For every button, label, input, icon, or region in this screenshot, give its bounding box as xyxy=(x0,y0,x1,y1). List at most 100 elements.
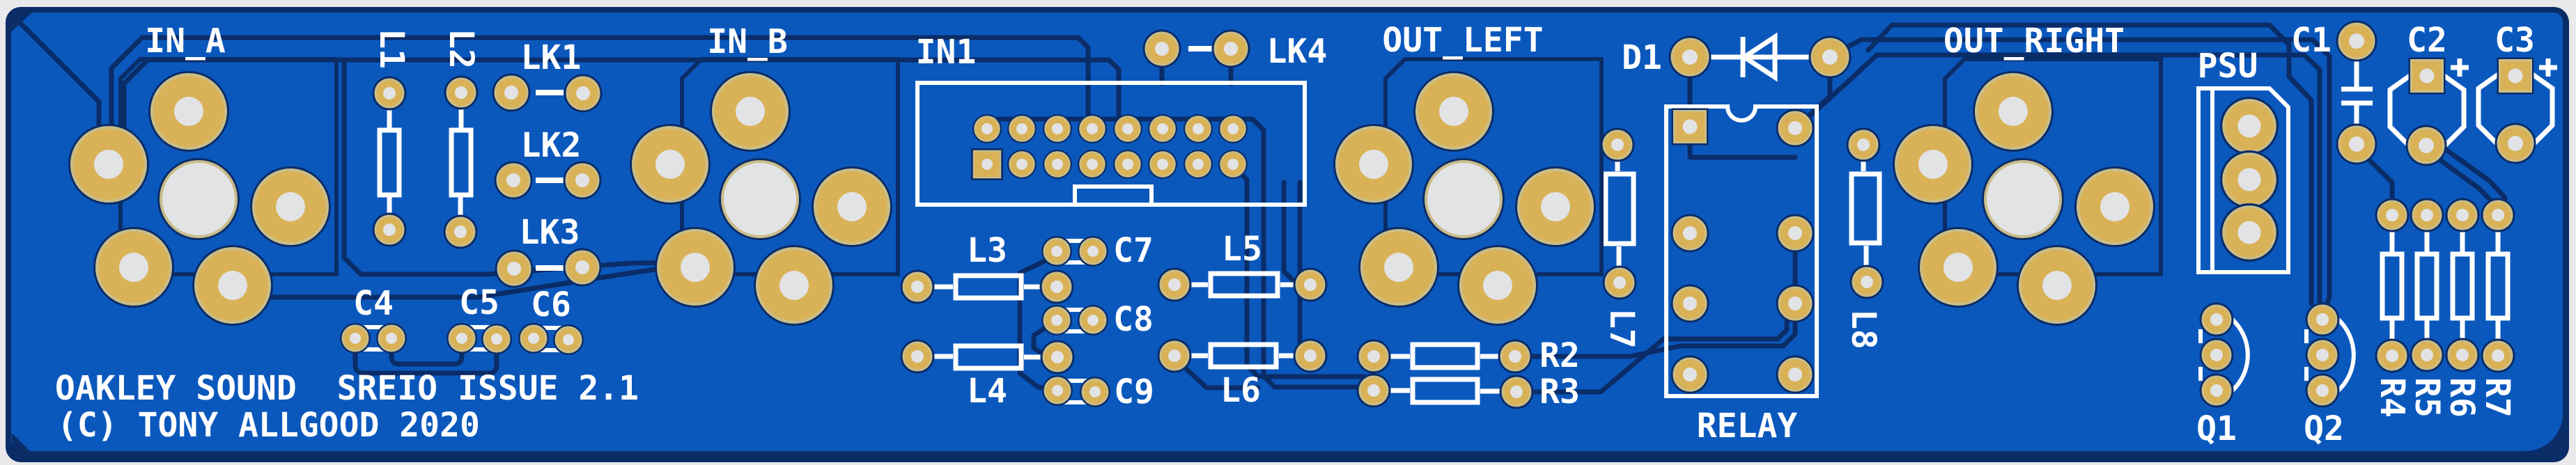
label-r7: R7 xyxy=(2478,377,2517,418)
pad xyxy=(442,214,479,250)
pad xyxy=(1076,304,1110,337)
pad xyxy=(1670,354,1710,395)
pad xyxy=(2494,122,2537,165)
l5-body xyxy=(1208,271,1280,299)
pad xyxy=(1292,338,1328,374)
pad xyxy=(1006,113,1038,145)
label-out-left: OUT_LEFT xyxy=(1382,21,1543,60)
r5-body xyxy=(2414,251,2439,321)
pad xyxy=(1156,267,1193,303)
pad xyxy=(1775,213,1815,253)
pad xyxy=(1217,113,1249,145)
pad xyxy=(1156,338,1193,374)
label-lk3: LK3 xyxy=(520,213,580,252)
board-title: OAKLEY SOUND SREIO ISSUE 2.1 xyxy=(55,369,639,408)
pad xyxy=(1182,113,1214,145)
pad xyxy=(562,247,603,287)
pad xyxy=(339,322,372,355)
pad xyxy=(2198,372,2235,409)
trace xyxy=(1792,52,2325,317)
pad xyxy=(2219,202,2280,263)
pad xyxy=(1601,265,1638,301)
pad xyxy=(1006,148,1038,180)
label-l6: L6 xyxy=(1220,371,1261,410)
pad xyxy=(1076,235,1110,268)
pad xyxy=(443,74,479,111)
board-corner-round xyxy=(2525,415,2563,451)
pad xyxy=(2374,197,2410,233)
c2-plus xyxy=(2451,58,2469,77)
pad xyxy=(2444,197,2481,233)
pad-plus xyxy=(2496,56,2535,95)
pad xyxy=(494,249,534,289)
label-out-right: OUT_RIGHT xyxy=(1943,22,2125,61)
pad xyxy=(1182,148,1214,180)
pad xyxy=(1498,374,1535,410)
trace xyxy=(341,60,689,277)
label-l5: L5 xyxy=(1222,230,1262,269)
pad xyxy=(2304,372,2341,409)
label-d1: D1 xyxy=(1622,38,1662,77)
silkscreen-text: IN_A IN_B IN1 OUT_LEFT OUT_RIGHT PSU REL… xyxy=(55,21,2535,448)
pad xyxy=(1039,269,1075,305)
pad xyxy=(1040,304,1073,337)
label-in-b: IN_B xyxy=(707,22,788,61)
trace xyxy=(121,57,1122,160)
r6-body xyxy=(2450,251,2475,321)
pad xyxy=(2304,301,2341,338)
label-lk2: LK2 xyxy=(521,126,582,165)
label-psu: PSU xyxy=(2198,47,2258,86)
board-copyright: (C) TONY ALLGOOD 2020 xyxy=(57,406,480,445)
label-q2: Q2 xyxy=(2304,409,2344,448)
r2-body xyxy=(1410,342,1480,370)
label-in1: IN1 xyxy=(916,33,977,72)
label-c5: C5 xyxy=(459,283,499,322)
label-lk4: LK4 xyxy=(1267,32,1328,71)
pad xyxy=(2335,123,2378,166)
trace xyxy=(352,337,499,376)
l7-body xyxy=(1603,171,1636,246)
pad xyxy=(1497,338,1533,375)
pad xyxy=(1076,148,1108,180)
label-in-a: IN_A xyxy=(145,22,226,61)
l8-body xyxy=(1849,171,1882,246)
label-c6: C6 xyxy=(531,285,571,324)
pad xyxy=(1217,148,1249,180)
label-l3: L3 xyxy=(967,231,1007,270)
l6-body xyxy=(1208,342,1279,370)
pad xyxy=(2405,124,2448,167)
r3-body xyxy=(1410,377,1480,405)
pad xyxy=(1142,29,1182,69)
pad xyxy=(1849,264,1885,300)
pad xyxy=(1211,29,1251,69)
pad xyxy=(899,269,936,305)
pad xyxy=(2219,95,2280,157)
label-l4: L4 xyxy=(967,372,1007,411)
pad xyxy=(2480,197,2516,233)
pad xyxy=(371,75,408,111)
q2-outline xyxy=(2304,313,2356,397)
pad xyxy=(1112,113,1144,145)
label-c4: C4 xyxy=(353,284,394,323)
q1-outline xyxy=(2198,313,2250,397)
pad-pin1 xyxy=(970,147,1004,182)
label-r3: R3 xyxy=(1539,372,1580,411)
c3-plus xyxy=(2539,58,2557,77)
label-c3: C3 xyxy=(2494,21,2535,60)
pad xyxy=(493,160,534,200)
l3-body xyxy=(953,273,1024,301)
pad xyxy=(562,160,603,200)
pad xyxy=(1041,374,1074,407)
pad xyxy=(371,212,408,248)
label-r2: R2 xyxy=(1539,336,1580,375)
trace xyxy=(1865,22,2314,306)
pad xyxy=(1668,35,1712,79)
label-l8: L8 xyxy=(1844,309,1883,349)
board-surface xyxy=(11,13,2563,451)
r4-body xyxy=(2380,251,2405,321)
pad xyxy=(480,322,513,356)
label-l7: L7 xyxy=(1602,308,1641,349)
